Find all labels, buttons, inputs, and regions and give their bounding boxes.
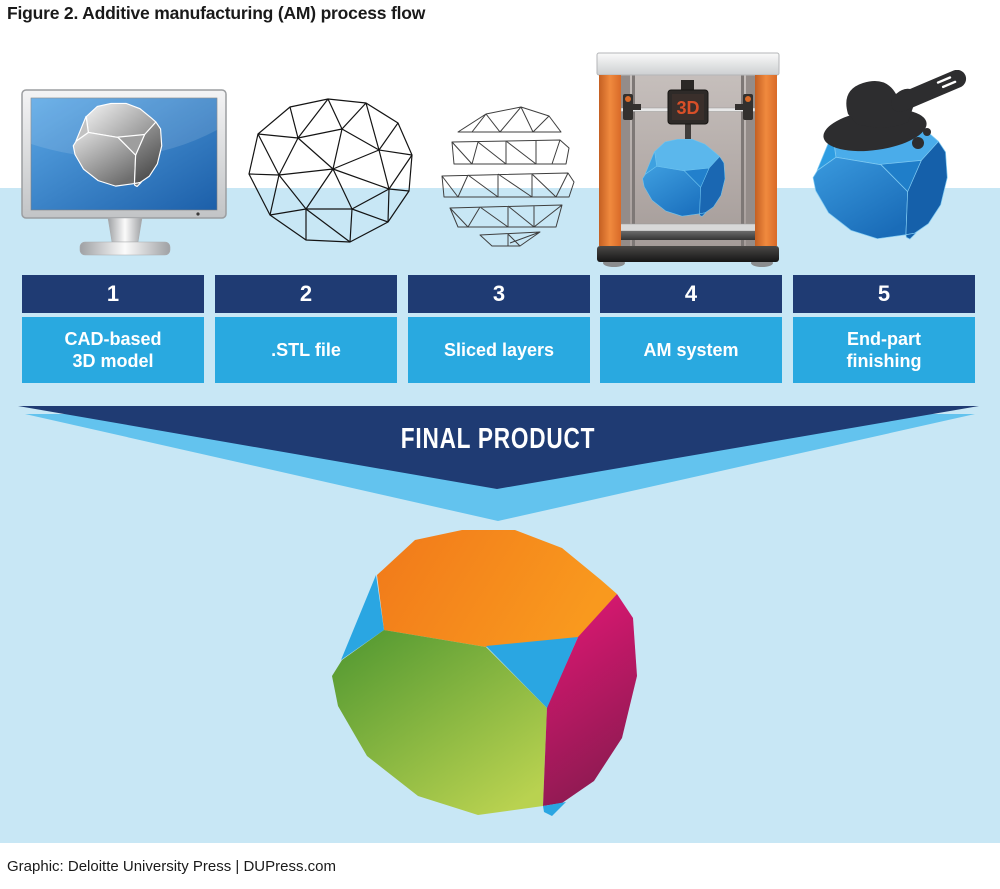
polisher-drip-large [912, 137, 924, 149]
step-box-1: 1 CAD-based 3D model [22, 275, 204, 383]
polisher-body [846, 81, 918, 128]
step-label-line1: End-part [847, 328, 921, 349]
printer-pillar-right [755, 75, 777, 246]
step-label: CAD-based 3D model [22, 317, 204, 383]
step-label-line1: .STL file [271, 339, 341, 360]
printed-blue-object [642, 138, 726, 217]
figure-title: Figure 2. Additive manufacturing (AM) pr… [7, 3, 426, 23]
arrow-navy-triangle [18, 406, 979, 489]
printer-pillar-left [599, 75, 621, 246]
printer-rail-left [632, 74, 635, 246]
monitor-stand [107, 217, 143, 243]
step-box-2: 2 .STL file [215, 275, 397, 383]
product-front-face-green [332, 630, 547, 815]
step-number: 3 [408, 275, 590, 313]
step-number: 4 [600, 275, 782, 313]
printer-build-plate-edge [614, 231, 762, 240]
step-label: AM system [600, 317, 782, 383]
step-box-3: 3 Sliced layers [408, 275, 590, 383]
product-center-triangle-blue [486, 637, 578, 708]
polisher-drip-small [923, 128, 931, 136]
polisher-tool [823, 70, 967, 152]
printer-clamp-right [735, 94, 753, 120]
step-number: 5 [793, 275, 975, 313]
stl-wireframe-icon [248, 98, 413, 243]
printer-head-label: 3D [676, 98, 699, 118]
printer-clamp-left [623, 94, 641, 120]
step-label: End-part finishing [793, 317, 975, 383]
step-label-line2: finishing [846, 351, 922, 371]
final-product-polyhedron [332, 530, 637, 816]
printer-head-knob [681, 80, 694, 92]
credit-line: Graphic: Deloitte University Press | DUP… [7, 858, 336, 875]
step-label: .STL file [215, 317, 397, 383]
product-right-face-magenta [543, 594, 637, 806]
product-left-wedge-blue [341, 575, 384, 660]
product-top-face-orange [377, 530, 617, 647]
polisher-handle [891, 70, 967, 113]
polishing-tool-icon [812, 70, 967, 240]
step-label-line1: Sliced layers [443, 339, 555, 360]
step-label-line2: 3D model [72, 351, 154, 371]
printer-interior-shade-left [620, 74, 630, 246]
sliced-layers-icon [441, 106, 575, 247]
cad-monitor-icon [21, 89, 227, 256]
printer-top-panel [596, 52, 780, 76]
printer-rail-right [741, 74, 744, 246]
printer-head-inner [672, 94, 704, 120]
printer-build-plate [611, 223, 765, 232]
step-box-5: 5 End-part finishing [793, 275, 975, 383]
final-product-arrow: FINAL PRODUCT [18, 406, 979, 521]
monitor-base [79, 241, 171, 256]
gray-3d-model [72, 102, 163, 188]
step-label-line1: AM system [643, 339, 739, 360]
step-number: 1 [22, 275, 204, 313]
printer-interior-shade-right [746, 74, 756, 246]
step-label-line1: CAD-based [64, 328, 162, 349]
step-label: Sliced layers [408, 317, 590, 383]
final-product-label: FINAL PRODUCT [401, 421, 595, 454]
monitor-power-dot [196, 212, 200, 216]
handle-highlight-lines [936, 76, 957, 89]
step-box-4: 4 AM system [600, 275, 782, 383]
step-number: 2 [215, 275, 397, 313]
printer-base [597, 246, 779, 262]
product-bottom-sliver-blue [543, 802, 566, 816]
am-printer-icon: 3D [596, 52, 780, 267]
